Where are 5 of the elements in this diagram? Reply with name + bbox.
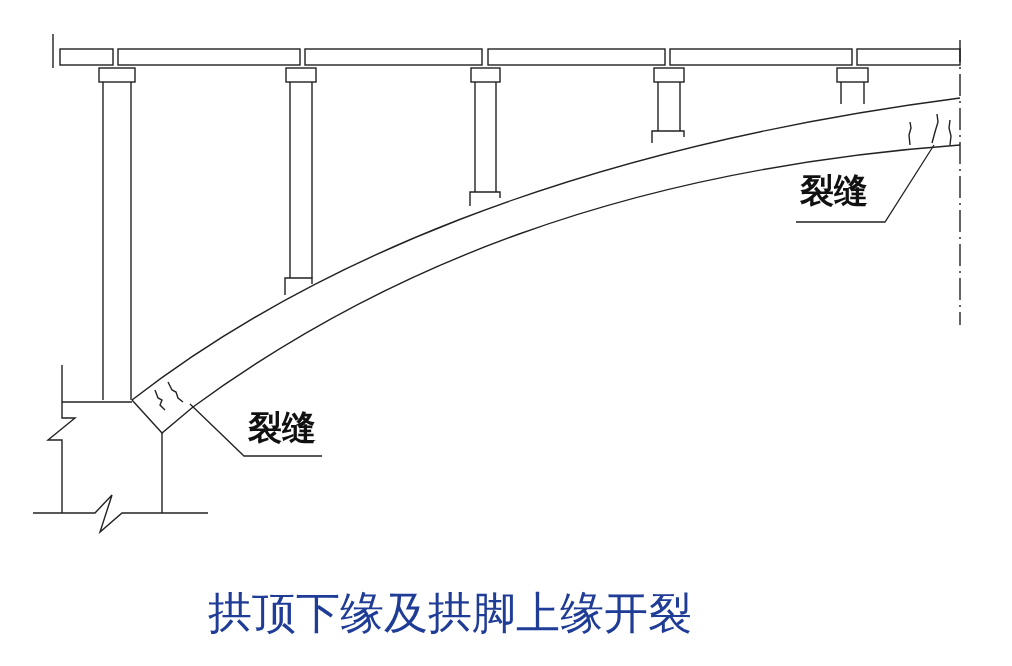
crack-label: 裂缝	[800, 170, 868, 210]
leader-line	[795, 144, 935, 223]
caption: 拱顶下缘及拱脚上缘开裂	[208, 587, 692, 639]
leader-line	[189, 403, 323, 457]
crack-label: 裂缝	[248, 407, 316, 447]
